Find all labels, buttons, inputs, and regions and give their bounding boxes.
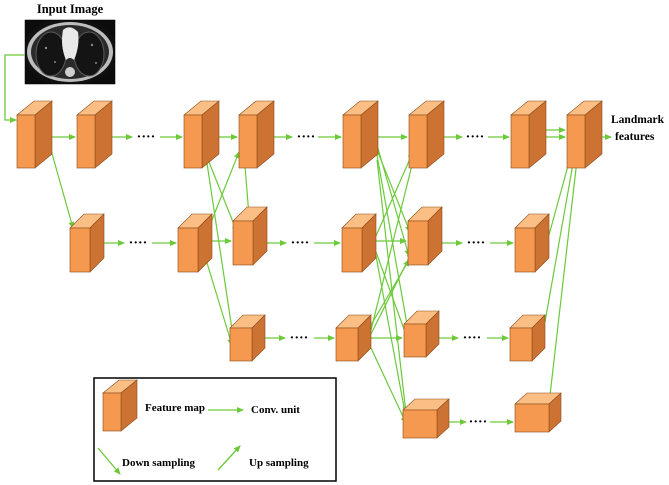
legend-down-sampling-arrow [97,447,121,475]
legend-up-sampling-label: Up sampling [249,457,309,469]
ellipsis-5: ···· [291,236,310,251]
ellipsis-9: ···· [469,415,488,430]
feature-map-block-a7 [510,100,547,169]
feature-map-block-c4 [509,314,546,362]
feature-map-block-d2 [514,392,562,433]
ellipsis-8: ···· [463,331,482,346]
arrow-c2-a6 [370,156,416,331]
arrow-c2-d1 [370,347,407,424]
input-image-title: Input Image [37,2,104,16]
arrow-b4-a6 [375,151,414,237]
legend: Feature map Conv. unit Down sampling Up … [93,377,337,482]
legend-conv-unit-label: Conv. unit [251,404,300,416]
feature-map-block-b6 [514,213,550,273]
feature-map-block-b3 [232,206,268,266]
arrow-b6-a8 [548,154,573,236]
feature-map-block-b2 [177,213,213,273]
legend-feature-map-label: Feature map [145,402,205,414]
arrow-b2-c1 [203,252,234,346]
arrow-a1-b1 [50,149,75,229]
dots-layer: ···· ···· ···· ···· ···· ···· ···· ···· ···· [129,130,488,430]
legend-down-sampling-label: Down sampling [122,457,196,469]
ellipsis-3: ···· [466,130,485,145]
feature-map-block-b5 [407,206,443,266]
output-label-line1: Landmark [611,114,665,126]
feature-map-block-c3 [403,310,440,358]
feature-map-block-c1 [229,314,266,362]
legend-feature-map-icon [102,379,138,432]
feature-map-block-a5 [342,100,379,169]
feature-map-block-d1 [402,398,450,439]
feature-map-block-a3 [183,100,220,169]
feature-map-block-a8 [566,100,603,169]
ellipsis-4: ···· [129,236,148,251]
arrow-b4-c3 [375,251,409,341]
arrow-c4-a8 [544,157,576,323]
arrow-a3-c1 [204,149,236,337]
arrow-a5-d1 [376,159,409,414]
arrow-d2-a8 [548,159,580,405]
feature-map-block-a6 [408,100,445,169]
ellipsis-6: ···· [467,236,486,251]
arrow-a3-b3 [204,151,238,233]
ellipsis-2: ···· [297,130,316,145]
arrow-c2-b5b [370,259,410,326]
ct-scan-image [24,19,116,85]
arrow-b4-d1 [375,255,408,419]
legend-up-sampling-arrow [217,445,241,471]
feature-map-block-legend [102,379,138,432]
ellipsis-1: ···· [137,130,156,145]
feature-map-block-a4 [238,100,275,169]
feature-map-block-a2 [76,100,113,169]
ellipsis-7: ···· [290,331,309,346]
feature-map-block-b1 [69,213,105,273]
blocks-layer [16,100,603,439]
feature-map-block-a1 [16,100,53,169]
arrow-a5-b5b [376,144,411,257]
feature-map-block-b4 [341,213,377,273]
input-connector [4,54,25,123]
feature-map-block-c2 [335,314,372,362]
output-label-line2: features [615,131,655,143]
